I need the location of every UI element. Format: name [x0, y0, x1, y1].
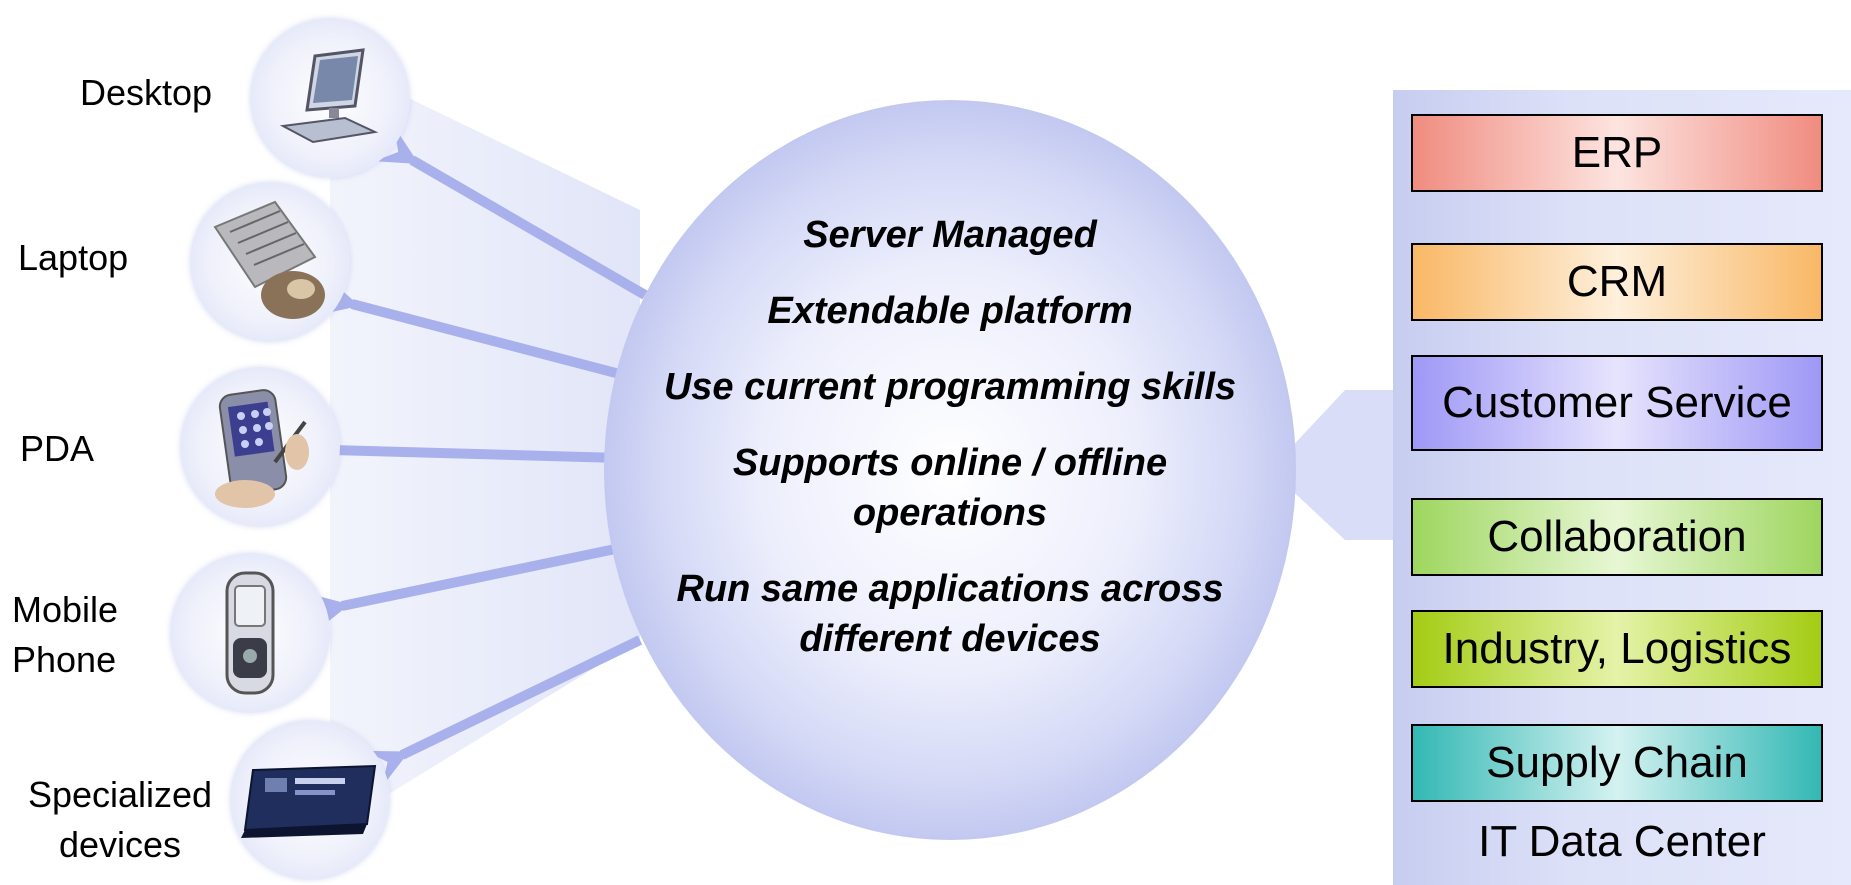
application-box: ERP: [1411, 114, 1823, 192]
capability-text: operations: [852, 492, 1048, 534]
device-label-line: Specialized: [27, 774, 213, 815]
arrow-specialized: [364, 635, 643, 787]
capability-text: Run same applications across: [676, 568, 1224, 610]
device-label-line: Desktop: [80, 72, 213, 113]
device-label-line: Laptop: [18, 237, 129, 278]
hub-connector: [1270, 390, 1400, 540]
capability-spacer: [600, 260, 1300, 286]
device-label-line: Mobile: [12, 589, 119, 630]
application-box: Customer Service: [1411, 355, 1823, 451]
application-label: CRM: [1566, 257, 1668, 306]
application-box: Collaboration: [1411, 498, 1823, 576]
application-label: Customer Service: [1442, 378, 1792, 427]
capability-text: Server Managed: [803, 214, 1097, 256]
capability-spacer: [600, 412, 1300, 438]
capability-text: Use current programming skills: [663, 366, 1237, 408]
hub-circle: [604, 100, 1296, 840]
application-label: Industry, Logistics: [1442, 624, 1792, 673]
arrow-desktop: [374, 126, 648, 300]
laptop-keyboard-icon: [205, 197, 335, 332]
capability-text: Supports online / offline: [732, 442, 1168, 484]
arrow-pda: [299, 429, 621, 470]
capability-spacer: [600, 538, 1300, 564]
data-center-label: IT Data Center: [1478, 817, 1766, 866]
application-label: Collaboration: [1487, 512, 1747, 561]
device-label: Desktop: [80, 68, 240, 118]
capability-spacer: [600, 336, 1300, 362]
device-label-line: PDA: [20, 428, 95, 469]
application-label: ERP: [1571, 128, 1663, 177]
device-label-line: Phone: [12, 639, 117, 680]
device-label: Specialized devices: [10, 770, 230, 870]
capability-text: Extendable platform: [767, 290, 1133, 332]
arrow-group: [299, 126, 648, 787]
desktop-computer-icon: [275, 48, 385, 153]
device-label: PDA: [20, 424, 100, 474]
application-box: Supply Chain: [1411, 724, 1823, 802]
capability-text: different devices: [799, 618, 1101, 660]
arrow-laptop: [315, 276, 637, 383]
application-box: CRM: [1411, 243, 1823, 321]
specialized-device-icon: [235, 760, 385, 845]
application-box: Industry, Logistics: [1411, 610, 1823, 688]
pda-handheld-icon: [205, 382, 315, 517]
mobile-phone-icon: [215, 568, 285, 703]
arrow-mobile: [306, 543, 622, 633]
application-label: Supply Chain: [1486, 738, 1748, 787]
device-label-line: devices: [58, 824, 182, 865]
device-label: Laptop: [18, 233, 158, 283]
